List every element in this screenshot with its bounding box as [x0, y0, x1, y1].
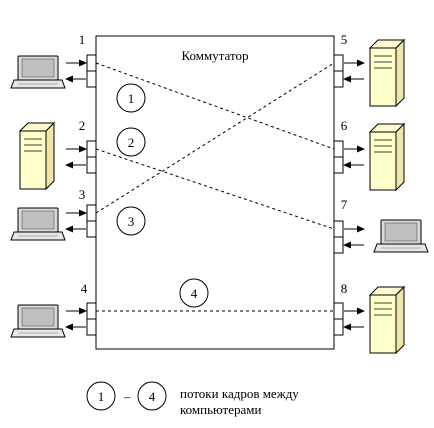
- flow-number-1: 1: [128, 91, 135, 106]
- port-2: [86, 140, 97, 174]
- right-link-arrows: [343, 59, 365, 331]
- legend-from-number: 1: [98, 389, 105, 404]
- server-icon: [368, 122, 406, 192]
- port-number-7: 7: [341, 197, 348, 212]
- switch-box: [95, 35, 335, 350]
- port-4: [86, 302, 97, 336]
- flow-number-2: 2: [128, 135, 135, 150]
- flow-label-1: 1: [116, 83, 146, 113]
- flow-label-4: 4: [179, 278, 209, 308]
- laptop-icon: [10, 55, 66, 89]
- left-link-arrows: [65, 59, 87, 331]
- flow-label-3: 3: [116, 206, 146, 236]
- legend: 1 – 4 потоки кадров между компьютерами: [86, 381, 299, 417]
- port-number-4: 4: [81, 281, 88, 296]
- port-5: [333, 54, 344, 88]
- laptop-icon: [10, 304, 66, 338]
- server-icon: [18, 121, 56, 191]
- port-number-3: 3: [79, 187, 86, 202]
- port-number-8: 8: [341, 281, 348, 296]
- flow-number-3: 3: [128, 214, 135, 229]
- port-8: [333, 302, 344, 336]
- port-number-5: 5: [341, 32, 348, 47]
- flow-line-1: [95, 62, 335, 150]
- port-6: [333, 140, 344, 174]
- flow-line-3: [95, 62, 335, 214]
- legend-text-line1: потоки кадров между: [180, 386, 299, 401]
- server-icon: [368, 285, 406, 355]
- port-number-1: 1: [79, 32, 86, 47]
- legend-dash: –: [123, 389, 131, 404]
- legend-to-number: 4: [149, 389, 156, 404]
- legend-text-line2: компьютерами: [180, 402, 262, 417]
- laptop-icon: [10, 207, 66, 241]
- port-number-2: 2: [79, 118, 86, 133]
- port-3: [86, 204, 97, 238]
- switch-title: Коммутатор: [181, 48, 248, 63]
- port-1: [86, 54, 97, 88]
- port-7: [333, 220, 344, 254]
- flow-label-2: 2: [116, 127, 146, 157]
- flow-number-4: 4: [191, 286, 198, 301]
- port-number-6: 6: [341, 118, 348, 133]
- server-icon: [368, 38, 406, 108]
- laptop-icon: [373, 219, 429, 253]
